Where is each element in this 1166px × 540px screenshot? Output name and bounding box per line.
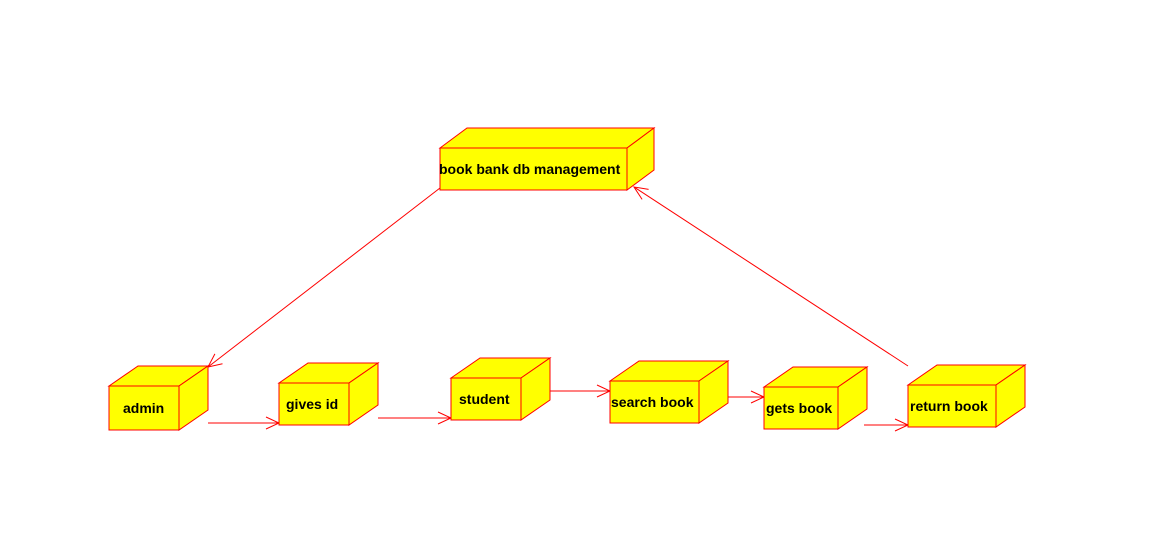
node-admin[interactable]: admin xyxy=(107,365,210,431)
node-student[interactable]: student xyxy=(449,357,552,421)
edge-admin-to-gives-id xyxy=(208,416,281,430)
edge-student-to-search-book xyxy=(550,384,612,398)
node-return-book[interactable]: return book xyxy=(906,364,1027,428)
node-return-book-label: return book xyxy=(910,398,988,414)
edge-gives-id-to-student xyxy=(378,411,453,425)
node-db[interactable]: book bank db management xyxy=(438,127,656,191)
node-search-book[interactable]: search book xyxy=(608,360,730,424)
node-admin-label: admin xyxy=(123,400,164,416)
edge-db-to-admin xyxy=(207,187,441,368)
node-gets-book-label: gets book xyxy=(766,400,832,416)
edge-gets-book-to-return-book xyxy=(864,418,910,432)
node-gives-id[interactable]: gives id xyxy=(277,362,380,426)
edge-return-book-to-db xyxy=(632,186,909,367)
node-gives-id-label: gives id xyxy=(286,396,338,412)
node-gets-book[interactable]: gets book xyxy=(762,366,869,430)
node-db-label: book bank db management xyxy=(439,161,621,177)
node-search-book-label: search book xyxy=(611,394,694,410)
edge-search-book-to-gets-book xyxy=(728,390,766,404)
node-student-label: student xyxy=(459,391,510,407)
